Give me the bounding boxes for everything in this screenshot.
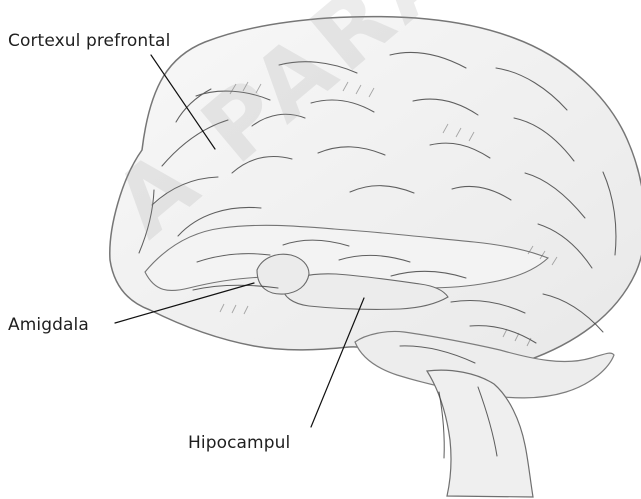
cortex-label: Cortexul prefrontal (8, 33, 170, 50)
amygdala-label: Amigdala (8, 317, 89, 334)
hippocampus-label: Hipocampul (188, 435, 290, 452)
amygdala-shape (257, 254, 309, 294)
brain-outline-group (110, 17, 641, 497)
brain-outline (110, 17, 641, 380)
